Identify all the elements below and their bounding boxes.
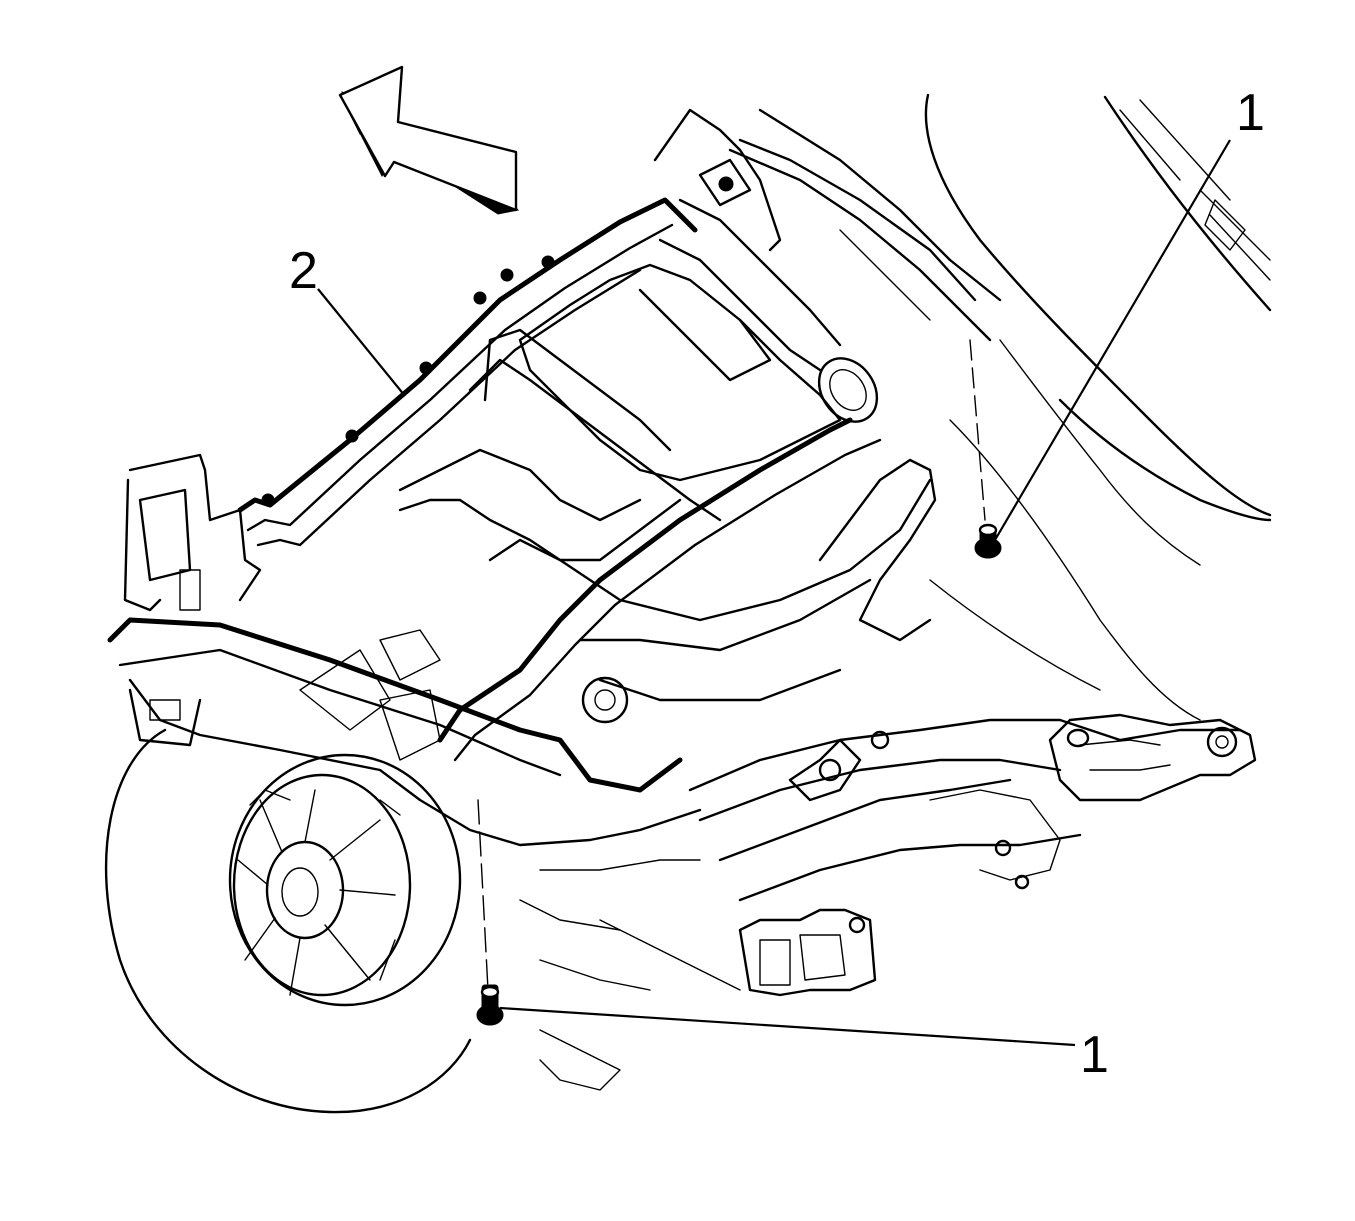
callout-label-bolt-bottom: 1 [1080,1026,1109,1084]
callout-label-frame: 2 [289,242,318,300]
leader-line-bolt-top [994,139,1231,541]
bolt-top-right [969,339,1002,559]
frame-rivets [261,255,555,507]
engine-cradle-frame [107,108,1257,1091]
leader-line-frame [317,288,406,397]
wheel-outline [104,728,472,1114]
body-panel-outline [924,93,1272,721]
front-direction-arrow-icon [338,65,519,215]
bolt-bottom-center [476,799,504,1026]
leader-line-bolt-bottom [499,1006,1076,1047]
callout-label-bolt-top: 1 [1236,84,1265,142]
